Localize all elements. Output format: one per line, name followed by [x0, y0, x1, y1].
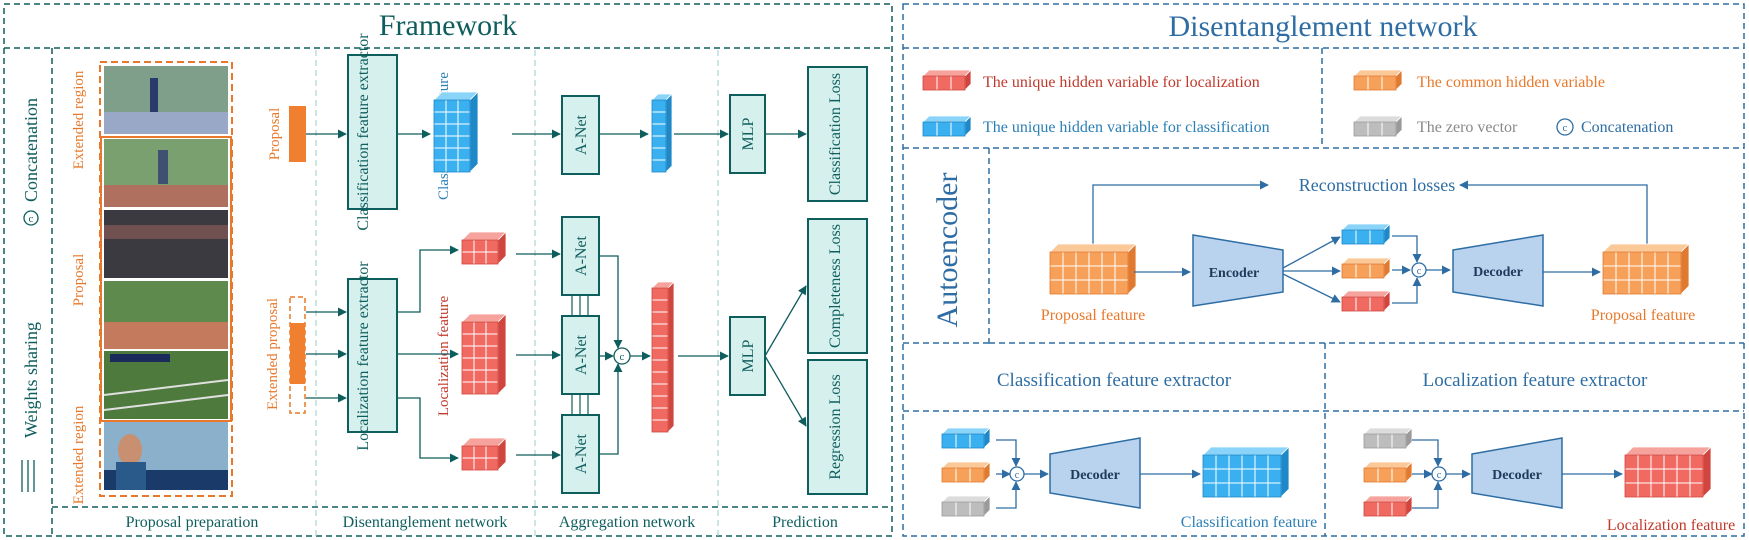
loc-extractor-decoder-block: Decoder: [1471, 437, 1563, 509]
cls-extractor-output-feature: [1202, 446, 1290, 498]
regression-loss-box: Regression Loss: [807, 359, 868, 495]
autoencoder-unique-cls-vector: [1341, 223, 1391, 245]
svg-text:A-Net: A-Net: [573, 433, 590, 474]
legend-orange-swatch: [1353, 69, 1403, 91]
reconstruction-label: Reconstruction losses: [1299, 175, 1455, 195]
legend-concat: Concatenation: [1581, 119, 1673, 136]
section-aggregation: Aggregation network: [559, 514, 695, 531]
classification-extractor-box: [347, 54, 398, 210]
localization-aggregated-vector: [651, 281, 675, 433]
extended-proposal-bar: [290, 323, 305, 384]
mlp-loc: MLP: [729, 316, 766, 396]
legend-red-swatch: [922, 69, 972, 91]
localization-feature-block-bottom: [461, 437, 507, 471]
anet-loc-top: A-Net: [561, 216, 600, 296]
disentanglement-title: Disentanglement network: [1168, 10, 1477, 43]
svg-text:Completeness Loss: Completeness Loss: [827, 224, 844, 348]
legend-zero: The zero vector: [1417, 119, 1518, 136]
section-proposal-preparation: Proposal preparation: [126, 514, 259, 531]
concat-node-framework-letter: c: [620, 351, 625, 363]
localization-feature-block-top: [461, 231, 507, 265]
concatenation-side-label: Concatenation: [21, 98, 41, 202]
completeness-loss-box: Completeness Loss: [807, 218, 868, 354]
extended-region-bottom-label: Extended region: [71, 405, 87, 504]
legend-concat-icon-letter: c: [1563, 122, 1568, 134]
proposal-bar-label: Proposal: [267, 108, 283, 161]
cls-extractor-input-common: [941, 461, 991, 483]
localization-extractor-box: [347, 278, 398, 433]
cls-extractor-decoder-label: Decoder: [1070, 468, 1120, 483]
cls-extractor-input-cls: [941, 427, 991, 449]
concat-node-autoencoder-letter: c: [1417, 266, 1422, 277]
section-disentanglement: Disentanglement network: [343, 514, 508, 531]
classification-feature-block: [433, 91, 479, 173]
proposal-solid-frame: [100, 136, 232, 422]
legend-common: The common hidden variable: [1417, 74, 1605, 91]
weights-sharing-icon: [21, 460, 35, 492]
video-frames: [103, 66, 229, 490]
svg-text:A-Net: A-Net: [573, 114, 590, 155]
section-prediction: Prediction: [772, 514, 838, 531]
loc-extractor-input-zero: [1363, 427, 1413, 449]
concat-node-cls-extractor-letter: c: [1015, 470, 1020, 481]
loc-extractor-output-label: Localization feature: [1607, 517, 1735, 534]
extended-proposal-label: Extended proposal: [265, 298, 281, 410]
legend-gray-swatch: [1353, 115, 1403, 137]
autoencoder-label: Autoencoder: [931, 173, 964, 328]
video-frame-3: [104, 210, 228, 278]
legend-blue-swatch: [922, 115, 972, 137]
legend-concat-icon: [1556, 118, 1574, 136]
localization-extractor-label: Localization feature extractor: [355, 261, 372, 451]
loc-extractor-input-common: [1363, 461, 1413, 483]
autoencoder-decoder-block: Decoder: [1452, 234, 1544, 307]
framework-panel: Framework Concatenation c Weights sharin…: [3, 3, 893, 537]
disentanglement-panel: Disentanglement network The unique hidde…: [902, 3, 1745, 537]
localization-feature-label: Localization feature: [436, 295, 452, 416]
autoencoder-common-vector: [1341, 257, 1391, 279]
classification-extractor-label: Classification feature extractor: [355, 33, 372, 231]
weights-sharing-side-label: Weights sharing: [21, 322, 41, 438]
autoencoder-input-feature: [1049, 243, 1137, 295]
concat-side-icon: [23, 210, 39, 226]
svg-text:A-Net: A-Net: [573, 334, 590, 375]
proposal-feature-out-label: Proposal feature: [1591, 307, 1695, 324]
cls-extractor-output-label: Classification feature: [1181, 514, 1317, 531]
classification-loss-box: Classification Loss: [807, 66, 868, 202]
legend-unique-loc: The unique hidden variable for localizat…: [983, 74, 1260, 91]
autoencoder-decoder-label: Decoder: [1473, 265, 1523, 280]
encoder-block: Encoder: [1192, 234, 1284, 307]
legend-unique-cls: The unique hidden variable for classific…: [983, 119, 1270, 136]
cls-extractor-decoder-block: Decoder: [1049, 437, 1141, 509]
anet-weight-sharing-links: [571, 295, 589, 415]
localization-feature-block-middle: [461, 313, 507, 395]
autoencoder-unique-loc-vector: [1341, 290, 1391, 312]
svg-text:MLP: MLP: [740, 339, 757, 372]
concat-side-icon-letter: c: [29, 213, 34, 225]
cls-extractor-title: Classification feature extractor: [997, 370, 1232, 391]
cls-extractor-input-zero: [941, 495, 991, 517]
svg-text:Classification Loss: Classification Loss: [827, 73, 844, 195]
svg-text:MLP: MLP: [740, 117, 757, 150]
anet-cls: A-Net: [561, 95, 600, 175]
proposal-bar: [289, 106, 306, 162]
loc-extractor-output-feature: [1624, 446, 1712, 498]
svg-text:A-Net: A-Net: [573, 235, 590, 276]
proposal-frames-label: Proposal: [71, 254, 87, 307]
loc-extractor-title: Localization feature extractor: [1423, 370, 1648, 391]
mlp-cls: MLP: [729, 94, 766, 174]
svg-text:Regression Loss: Regression Loss: [827, 374, 844, 479]
anet-loc-bot: A-Net: [561, 414, 600, 494]
autoencoder-output-feature: [1602, 243, 1690, 295]
framework-title: Framework: [379, 9, 517, 42]
extended-region-top-label: Extended region: [71, 70, 87, 169]
loc-extractor-input-loc: [1363, 495, 1413, 517]
loc-extractor-decoder-label: Decoder: [1492, 468, 1542, 483]
classification-aggregated-vector: [651, 93, 673, 173]
proposal-feature-in-label: Proposal feature: [1041, 307, 1145, 324]
encoder-label: Encoder: [1209, 266, 1260, 281]
concat-node-loc-extractor-letter: c: [1437, 470, 1442, 481]
anet-loc-mid: A-Net: [561, 315, 600, 395]
